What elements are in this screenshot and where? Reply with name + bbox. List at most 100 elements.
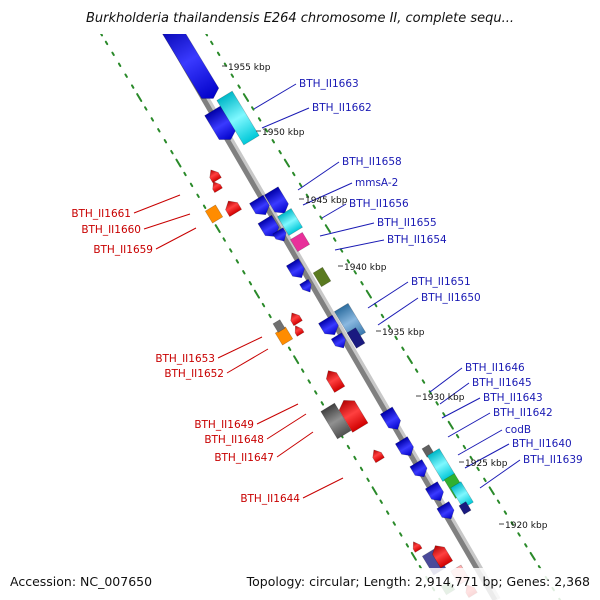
label-leader-line <box>302 182 353 206</box>
gene-label[interactable]: BTH_II1655 <box>377 217 437 229</box>
gene-reverse <box>325 370 346 393</box>
gene-label[interactable]: BTH_II1644 <box>240 493 300 505</box>
gene-forward <box>249 194 270 216</box>
gene-label[interactable]: BTH_II1648 <box>204 434 264 446</box>
label-leader-line <box>253 83 297 110</box>
label-leader-line <box>464 443 510 469</box>
gene-label[interactable]: BTH_II1651 <box>411 276 471 288</box>
gene-forward <box>379 406 401 430</box>
gene-forward-navy <box>458 501 472 515</box>
gene-label[interactable]: BTH_II1660 <box>81 224 141 236</box>
gene-label[interactable]: mmsA-2 <box>355 177 398 189</box>
label-leader-line <box>367 281 409 309</box>
kbp-label: 1950 kbp <box>262 128 305 138</box>
gene-label[interactable]: BTH_II1654 <box>387 234 447 246</box>
label-leader-lines-layer <box>133 83 521 499</box>
gene-reverse <box>432 545 454 569</box>
label-leader-line <box>143 213 191 230</box>
genome-title: Burkholderia thailandensis E264 chromoso… <box>86 11 514 26</box>
gene-label[interactable]: BTH_II1646 <box>465 362 525 374</box>
label-leader-line <box>377 297 419 326</box>
accession-text: Accession: NC_007650 <box>10 574 152 589</box>
gene-forward <box>424 481 444 502</box>
gene-label[interactable]: BTH_II1649 <box>194 419 254 431</box>
gene-label[interactable]: BTH_II1640 <box>512 438 572 450</box>
gene-forward-magenta <box>289 231 311 253</box>
label-leader-line <box>441 397 481 419</box>
kbp-label: 1930 kbp <box>422 393 465 403</box>
label-leader-line <box>261 107 310 129</box>
label-leader-line <box>133 194 181 214</box>
gene-label[interactable]: BTH_II1656 <box>349 198 409 210</box>
gene-reverse <box>294 325 305 337</box>
label-leader-line <box>334 239 385 251</box>
gene-label[interactable]: BTH_II1643 <box>483 392 543 404</box>
gene-reverse <box>212 181 223 194</box>
gene-forward <box>330 332 346 349</box>
gene-features-layer <box>157 15 478 599</box>
label-leader-line <box>439 382 470 405</box>
gene-reverse-gray <box>272 319 286 333</box>
topology-text: Topology: circular; Length: 2,914,771 bp… <box>246 574 590 589</box>
gene-forward <box>299 278 312 293</box>
gene-label[interactable]: BTH_II1658 <box>342 156 402 168</box>
gene-label[interactable]: BTH_II1663 <box>299 78 359 90</box>
footer-bar-background <box>0 568 600 600</box>
label-leader-line <box>297 161 340 191</box>
gene-reverse <box>225 200 243 218</box>
gene-label[interactable]: BTH_II1652 <box>164 368 224 380</box>
gene-label[interactable]: BTH_II1659 <box>93 244 153 256</box>
label-leader-line <box>276 431 314 458</box>
gene-reverse <box>412 541 423 553</box>
gene-label[interactable]: BTH_II1653 <box>155 353 215 365</box>
gene-forward <box>264 186 289 214</box>
gene-reverse <box>338 400 369 433</box>
gene-forward-olive <box>312 266 332 288</box>
gene-label[interactable]: BTH_II1662 <box>312 102 372 114</box>
title-bar-background <box>0 0 600 34</box>
gene-forward <box>257 214 280 237</box>
label-leader-line <box>319 222 375 237</box>
label-leader-line <box>321 203 347 219</box>
gene-forward <box>394 436 414 457</box>
gene-reverse <box>372 449 385 464</box>
gene-forward <box>272 227 287 242</box>
kbp-label: 1920 kbp <box>505 521 548 531</box>
gene-forward-cyan <box>277 208 303 236</box>
gene-reverse-gray <box>320 402 352 440</box>
gene-forward-cyan <box>216 90 260 146</box>
gene-label[interactable]: codB <box>505 424 531 436</box>
gene-forward <box>409 459 428 478</box>
kbp-label: 1925 kbp <box>465 459 508 469</box>
gene-forward <box>436 501 455 520</box>
kbp-label: 1935 kbp <box>382 328 425 338</box>
gene-label[interactable]: BTH_II1642 <box>493 407 553 419</box>
gene-label[interactable]: BTH_II1639 <box>523 454 583 466</box>
label-leader-line <box>447 412 491 438</box>
label-leader-line <box>256 403 299 425</box>
kbp-label: 1940 kbp <box>344 263 387 273</box>
gene-label[interactable]: BTH_II1650 <box>421 292 481 304</box>
label-leader-line <box>302 477 344 499</box>
gene-label[interactable]: BTH_II1661 <box>71 208 131 220</box>
gene-forward-navy <box>346 327 366 349</box>
gene-forward-cyan <box>426 448 456 482</box>
label-leader-line <box>266 413 307 440</box>
gene-forward <box>318 314 339 336</box>
label-leader-line <box>226 348 269 374</box>
label-leader-line <box>457 429 503 456</box>
kbp-label: 1945 kbp <box>305 196 348 206</box>
gene-label[interactable]: BTH_II1645 <box>472 377 532 389</box>
gene-reverse-orange <box>204 204 224 224</box>
gene-label[interactable]: BTH_II1647 <box>214 452 274 464</box>
kbp-label: 1955 kbp <box>228 63 271 73</box>
label-leader-line <box>479 459 521 489</box>
gene-forward <box>285 258 305 279</box>
label-leader-line <box>217 336 263 359</box>
kbp-scale-layer: 1955 kbp 1950 kbp 1945 kbp 1940 kbp 1935 kbp… <box>222 63 548 531</box>
outer-tick-guide <box>201 27 562 600</box>
gene-reverse <box>290 312 303 327</box>
label-leader-line <box>155 227 197 250</box>
